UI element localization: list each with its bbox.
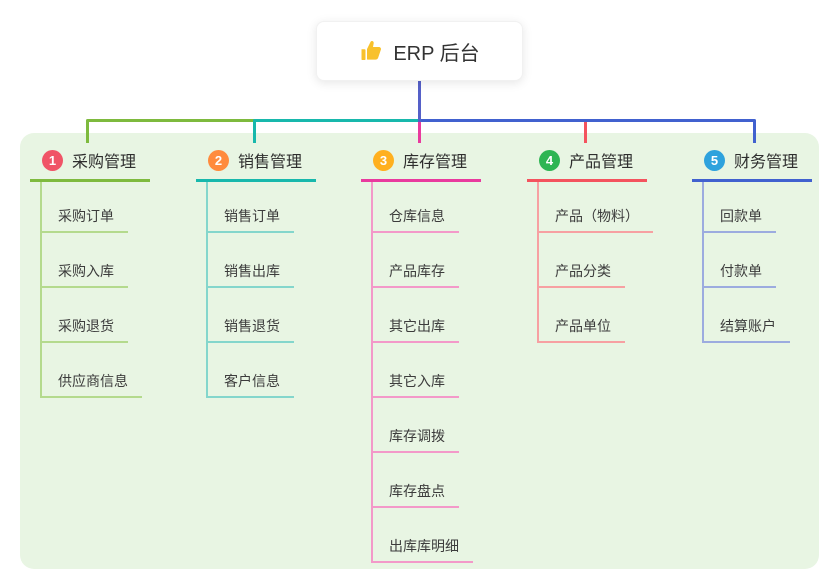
tree-node[interactable]: 采购退货 (42, 288, 128, 343)
branch-2-children: 销售订单 销售出库 销售退货 客户信息 (206, 182, 294, 398)
tree-node[interactable]: 仓库信息 (373, 182, 459, 233)
tree-node[interactable]: 产品分类 (539, 233, 625, 288)
branch-5: 5 财务管理 回款单 付款单 结算账户 (692, 148, 812, 343)
branch-3-number-badge: 3 (373, 149, 394, 171)
tree-node[interactable]: 采购订单 (42, 182, 128, 233)
branch-2-node[interactable]: 2 销售管理 (196, 148, 316, 182)
branch-1-node[interactable]: 1 采购管理 (30, 148, 150, 182)
branch-3-title: 库存管理 (403, 154, 468, 171)
branch-2: 2 销售管理 销售订单 销售出库 销售退货 客户信息 (196, 148, 316, 398)
branch-5-node[interactable]: 5 财务管理 (692, 148, 812, 182)
tree-node[interactable]: 销售出库 (208, 233, 294, 288)
tree-node[interactable]: 产品单位 (539, 288, 625, 343)
tree-node[interactable]: 产品（物料） (539, 182, 653, 233)
branch-4-node[interactable]: 4 产品管理 (527, 148, 647, 182)
connector-branch-5 (419, 119, 756, 143)
branch-3-node[interactable]: 3 库存管理 (361, 148, 481, 182)
branch-5-number-badge: 5 (704, 149, 725, 171)
tree-node[interactable]: 其它出库 (373, 288, 459, 343)
branch-4: 4 产品管理 产品（物料） 产品分类 产品单位 (527, 148, 653, 343)
tree-node[interactable]: 回款单 (704, 182, 776, 233)
branches-background-panel (20, 133, 819, 569)
branch-4-number-badge: 4 (539, 149, 560, 171)
tree-node[interactable]: 库存盘点 (373, 453, 459, 508)
branch-3-children: 仓库信息 产品库存 其它出库 其它入库 库存调拨 库存盘点 出库库明细 (371, 182, 473, 563)
branch-1-title: 采购管理 (72, 154, 137, 171)
tree-node[interactable]: 产品库存 (373, 233, 459, 288)
branch-5-children: 回款单 付款单 结算账户 (702, 182, 790, 343)
tree-node[interactable]: 结算账户 (704, 288, 790, 343)
branch-4-children: 产品（物料） 产品分类 产品单位 (537, 182, 653, 343)
root-node[interactable]: ERP 后台 (316, 21, 523, 81)
branch-5-title: 财务管理 (734, 154, 799, 171)
branch-2-title: 销售管理 (238, 154, 303, 171)
tree-node[interactable]: 采购入库 (42, 233, 128, 288)
branch-4-title: 产品管理 (569, 154, 634, 171)
tree-node[interactable]: 客户信息 (208, 343, 294, 398)
branch-1-children: 采购订单 采购入库 采购退货 供应商信息 (40, 182, 142, 398)
root-node-label: ERP 后台 (393, 42, 480, 65)
branch-3: 3 库存管理 仓库信息 产品库存 其它出库 其它入库 库存调拨 库存盘点 出库库… (361, 148, 481, 563)
branch-1: 1 采购管理 采购订单 采购入库 采购退货 供应商信息 (30, 148, 150, 398)
connector-branch-1 (86, 119, 256, 143)
tree-node[interactable]: 供应商信息 (42, 343, 142, 398)
tree-node[interactable]: 付款单 (704, 233, 776, 288)
thumbs-up-icon (359, 39, 383, 63)
connector-branch-2 (253, 119, 421, 143)
tree-node[interactable]: 出库库明细 (373, 508, 473, 563)
branch-1-number-badge: 1 (42, 149, 63, 171)
tree-node[interactable]: 销售订单 (208, 182, 294, 233)
tree-node[interactable]: 其它入库 (373, 343, 459, 398)
tree-node[interactable]: 销售退货 (208, 288, 294, 343)
tree-node[interactable]: 库存调拨 (373, 398, 459, 453)
branch-2-number-badge: 2 (208, 149, 229, 171)
